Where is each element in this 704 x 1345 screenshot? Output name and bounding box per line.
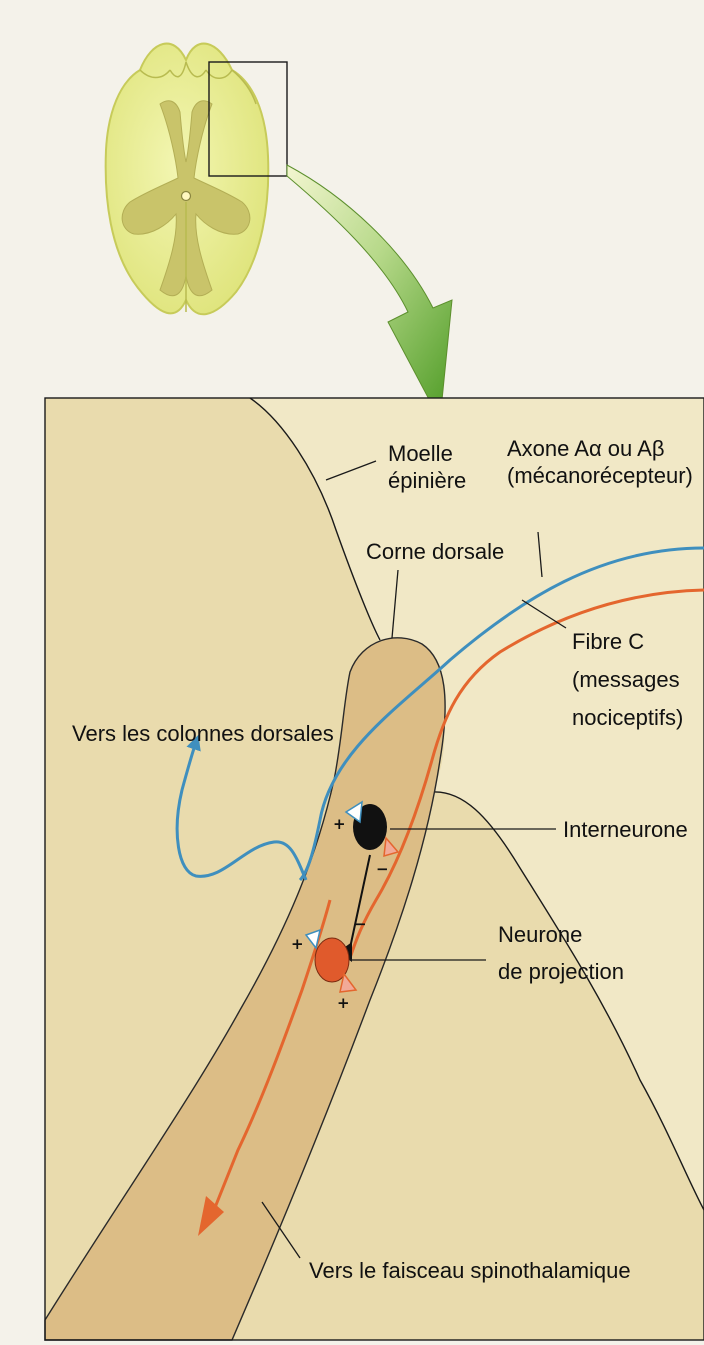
- neurone-label-line2: de projection: [498, 958, 624, 985]
- moelle-label-line1: Moelle: [388, 440, 453, 467]
- moelle-label-line2: épinière: [388, 467, 466, 494]
- vers-colonnes-label: Vers les colonnes dorsales: [72, 720, 334, 747]
- fibre-c-label-line3: nociceptifs): [572, 704, 683, 731]
- interneurone-label: Interneurone: [563, 816, 688, 843]
- sign-plus-projection-left: +: [291, 937, 304, 952]
- sign-minus-inhibitory: −: [354, 917, 367, 932]
- vers-faisceau-label: Vers le faisceau spinothalamique: [309, 1257, 631, 1284]
- sign-plus-projection-bottom: +: [337, 996, 350, 1011]
- axone-label-line1: Axone Aα ou Aβ: [507, 435, 664, 462]
- fibre-c-label-line1: Fibre C: [572, 628, 644, 655]
- neurone-label-line1: Neurone: [498, 921, 582, 948]
- zoom-arrow: [287, 165, 452, 420]
- zoom-arrow-band: [287, 165, 452, 420]
- axone-label-line2: (mécanorécepteur): [507, 462, 693, 489]
- sign-plus-interneuron: +: [333, 817, 346, 832]
- central-canal: [182, 192, 191, 201]
- spinal-cord-cross-section: [106, 44, 287, 315]
- corne-dorsale-label: Corne dorsale: [366, 538, 504, 565]
- fibre-c-label-line2: (messages: [572, 666, 680, 693]
- sign-minus-interneuron: −: [376, 862, 389, 877]
